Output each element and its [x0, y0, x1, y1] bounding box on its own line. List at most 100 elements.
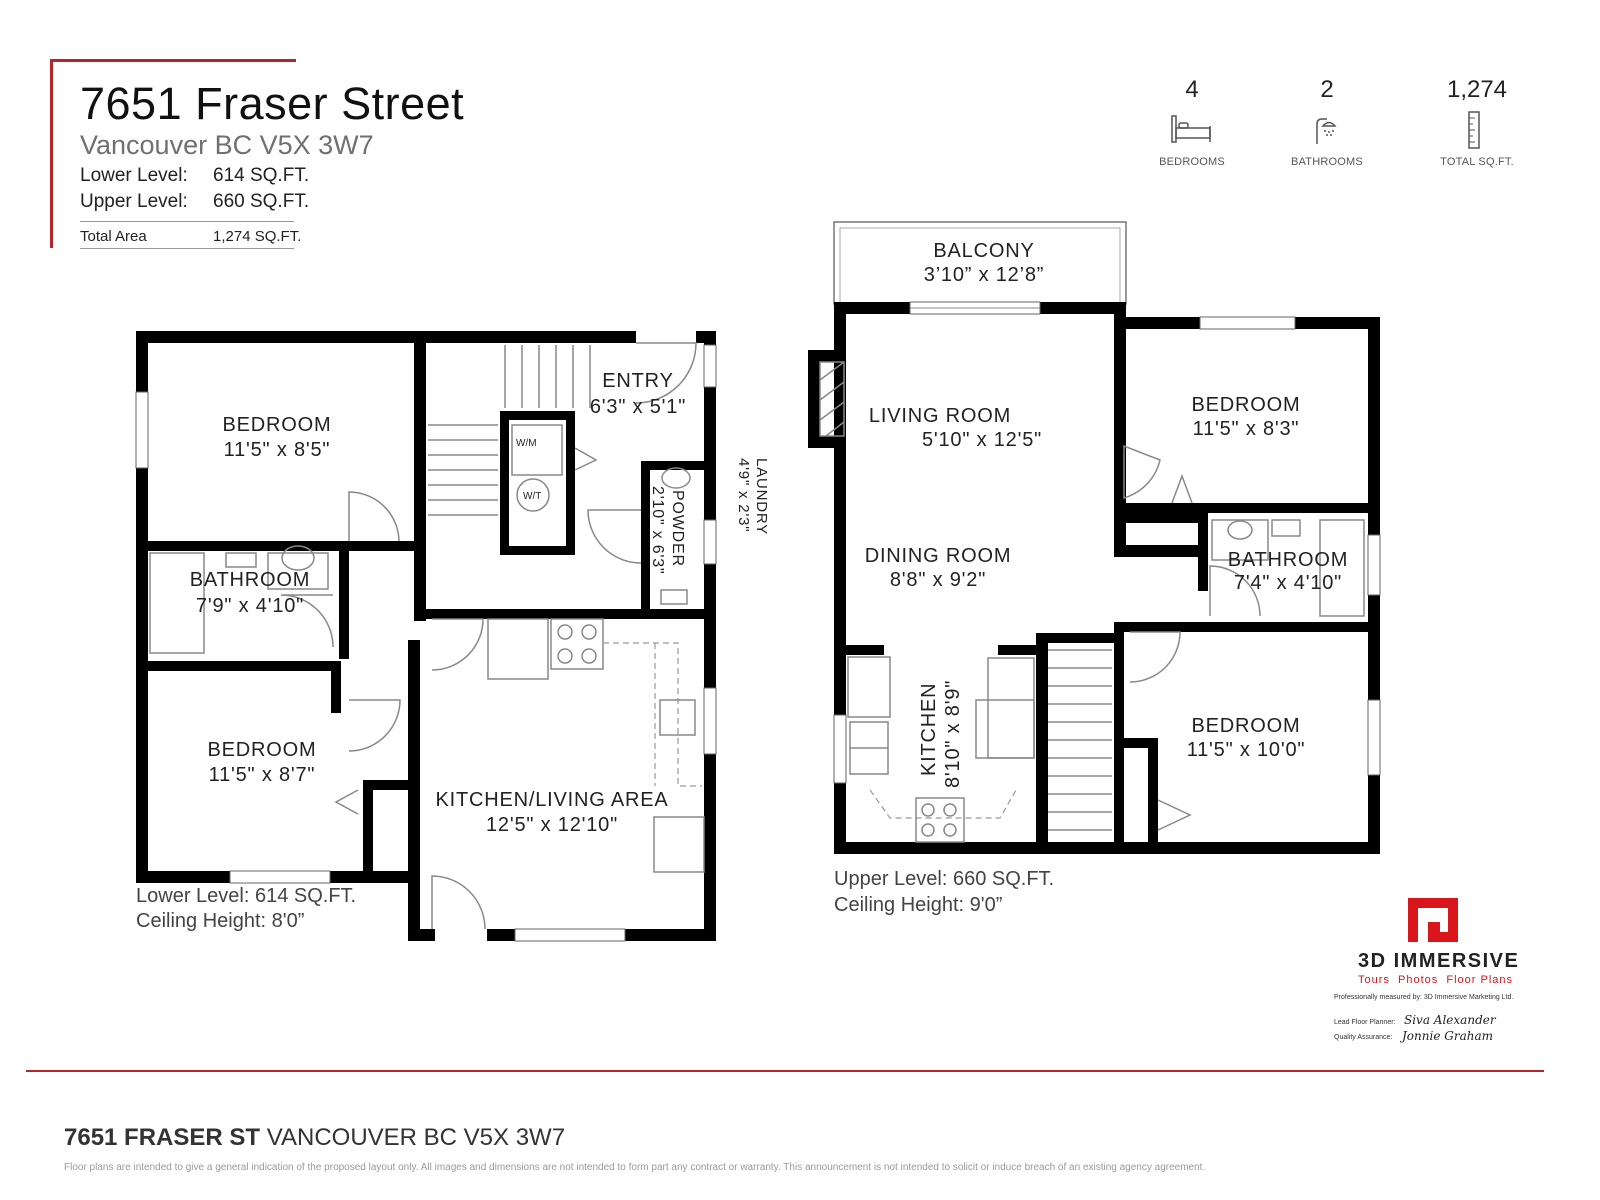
wall [808, 350, 820, 448]
room-size: 6'3" x 5'1" [590, 396, 686, 418]
room-size: 11'5" x 8'7" [209, 764, 316, 786]
stairs [428, 345, 591, 516]
door-swing [1209, 565, 1261, 617]
brand-tagline: Tours Photos Floor Plans [1358, 974, 1514, 986]
bedrooms-label: BEDROOMS [1159, 156, 1225, 168]
door-swing [1157, 799, 1192, 831]
stove [915, 797, 965, 843]
door-swing [587, 509, 642, 564]
wall [408, 640, 420, 880]
wall [704, 331, 716, 941]
wall [1120, 503, 1380, 513]
door-swing [635, 342, 697, 404]
lower-level-ceiling-note: Ceiling Height: 8'0” [136, 910, 305, 932]
room-size: 11'5" x 8'5" [224, 439, 331, 461]
qa-label: Quality Assurance: [1334, 1034, 1393, 1041]
wall [500, 411, 509, 555]
room-label: DINING ROOM [865, 545, 1012, 567]
room-label: BATHROOM [190, 569, 310, 591]
bathrooms-count: 2 [1320, 76, 1334, 103]
room-size: 5'10" x 12'5" [922, 429, 1042, 451]
total-area-value: 1,274 SQ.FT. [213, 228, 302, 245]
bedrooms-count: 4 [1185, 76, 1199, 103]
room-label: BEDROOM [223, 414, 332, 436]
bed-icon [1171, 115, 1211, 143]
window [1367, 534, 1381, 596]
wall [363, 780, 413, 790]
door-swing [334, 789, 359, 815]
room-label: POWDER [669, 490, 686, 567]
room-label: KITCHEN/LIVING AREA [435, 789, 668, 811]
property-address: 7651 Fraser Street [80, 78, 465, 129]
upper-level-ceiling-note: Ceiling Height: 9'0” [834, 894, 1003, 916]
wall [331, 661, 341, 713]
sqft-label: TOTAL SQ.FT. [1440, 156, 1514, 168]
sink [1227, 520, 1253, 540]
footer-address-bold: 7651 FRASER ST [64, 1124, 261, 1151]
room-size: 11'5" x 10'0" [1187, 739, 1306, 761]
window [514, 928, 626, 942]
wall [1036, 633, 1048, 848]
room-label: BEDROOM [1192, 394, 1301, 416]
upper-level-label: Upper Level: [80, 191, 188, 212]
total-divider [80, 221, 294, 222]
wall [1148, 738, 1158, 848]
room-size: 7'4" x 4'10" [1234, 572, 1342, 594]
room-size: 4'9" x 2'3" [735, 458, 752, 532]
door-swing [1171, 473, 1193, 504]
fireplace [653, 816, 705, 873]
sink [281, 545, 315, 571]
wall [641, 461, 650, 619]
wall [414, 609, 716, 619]
counter [869, 789, 1017, 819]
door-opening [435, 929, 487, 941]
brand-name: 3D IMMERSIVE [1358, 950, 1520, 972]
wall [566, 411, 575, 555]
door-swing [348, 699, 401, 752]
room-label: ENTRY [602, 370, 673, 392]
window [703, 344, 717, 388]
room-size: 7'9" x 4'10" [196, 595, 304, 617]
wall [1114, 545, 1207, 557]
wall [500, 411, 575, 420]
wall [363, 780, 373, 876]
wall [1122, 738, 1158, 748]
wall [1198, 513, 1208, 591]
stove [550, 618, 604, 670]
door-swing [280, 594, 334, 648]
window [135, 391, 149, 469]
wall [136, 331, 148, 883]
room-label: LAUNDRY [753, 458, 770, 535]
room-size: 11'5" x 8'3" [1193, 418, 1300, 440]
bathtub [149, 552, 205, 654]
lead-planner-label: Lead Floor Planner: [1334, 1019, 1396, 1026]
lower-level-label: Lower Level: [80, 165, 188, 186]
footer-disclaimer: Floor plans are intended to give a gener… [64, 1162, 1206, 1173]
wall [641, 461, 716, 470]
door-swing [431, 875, 486, 930]
wall [808, 436, 846, 448]
upper-level-value: 660 SQ.FT. [213, 191, 310, 212]
upper-level-area-note: Upper Level: 660 SQ.FT. [834, 868, 1055, 890]
shower-icon [1316, 118, 1337, 144]
header-accent-line [50, 59, 296, 62]
room-size: 8'10" x 8'9" [942, 680, 964, 788]
window [229, 870, 331, 884]
room-label: BALCONY [933, 240, 1034, 262]
wall [1114, 622, 1380, 632]
washer-label: W/M [516, 438, 537, 449]
brand-logo-icon [1408, 898, 1458, 942]
bathtub [1319, 519, 1365, 617]
sink [659, 699, 696, 736]
window [703, 519, 717, 565]
vanity [1211, 519, 1269, 561]
upper-level-plan [808, 221, 1381, 854]
dryer-label: W/T [523, 491, 541, 502]
wall [998, 645, 1038, 655]
stairs [975, 649, 1112, 831]
room-label: BEDROOM [1192, 715, 1301, 737]
bathrooms-label: BATHROOMS [1291, 156, 1363, 168]
fridge [487, 618, 549, 680]
sink [661, 467, 691, 489]
